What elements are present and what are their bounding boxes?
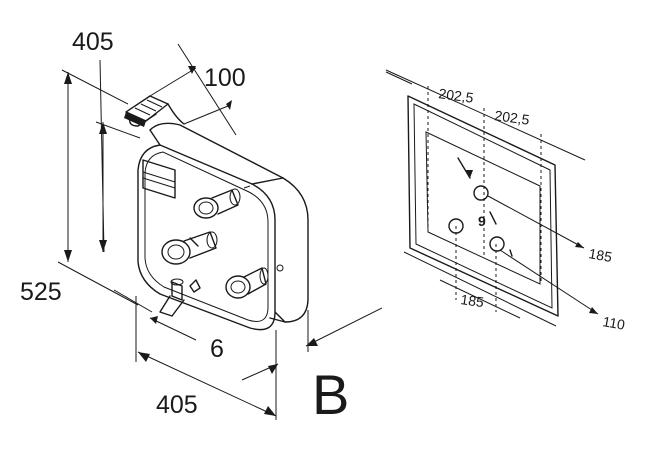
dim-bottom: 185 (403, 251, 557, 327)
pipe-connector (159, 278, 201, 317)
dim-top-width-label: 405 (72, 28, 114, 56)
top-handle (124, 95, 185, 127)
dim-top-width: 405 (61, 28, 129, 253)
dim-bottom-width-label: 405 (156, 391, 198, 419)
mounting-hole-left (448, 218, 464, 234)
water-heater-drawing: 405 100 525 (20, 28, 383, 426)
mounting-hole-right (489, 236, 505, 252)
variant-letter: B (312, 363, 349, 426)
dim-handle: 100 (149, 43, 246, 136)
mounting-plate-drawing: 202,5 202,5 9 185 110 (385, 69, 626, 333)
dim-bottom-width: 405 (135, 296, 277, 420)
svg-text:9: 9 (478, 213, 486, 229)
control-knob-upper (193, 185, 251, 219)
heater-front-face (137, 144, 276, 331)
display-panel (142, 159, 176, 199)
dim-handle-label: 100 (204, 64, 246, 92)
dim-right-vertical-label: 185 (587, 245, 613, 265)
dim-side-label: 6 (210, 335, 224, 363)
control-knob-middle (161, 231, 218, 265)
mounting-hole-top (473, 185, 489, 201)
dim-right-vertical: 185 (487, 195, 613, 265)
dim-far-right: 110 (499, 249, 626, 333)
mounting-holes (448, 185, 505, 252)
dim-right-span-label: 202,5 (494, 107, 531, 128)
plate-inner (413, 103, 553, 309)
dim-height-label: 525 (20, 278, 62, 306)
dim-far-right-label: 110 (601, 313, 626, 333)
plate-frame (425, 131, 541, 285)
plate-outer (407, 95, 559, 317)
dim-bottom-label: 185 (460, 291, 486, 310)
dim-left-span-label: 202,5 (438, 85, 475, 106)
arrow-indicator: 9 (457, 157, 513, 257)
dim-inner-height (95, 121, 141, 252)
dim-height: 525 (20, 72, 139, 306)
dim-depth (241, 307, 383, 381)
control-knob-lower (225, 264, 284, 299)
heater-inner-panel (144, 151, 269, 322)
dim-side: 6 (113, 289, 224, 363)
heater-body-back (149, 122, 309, 323)
